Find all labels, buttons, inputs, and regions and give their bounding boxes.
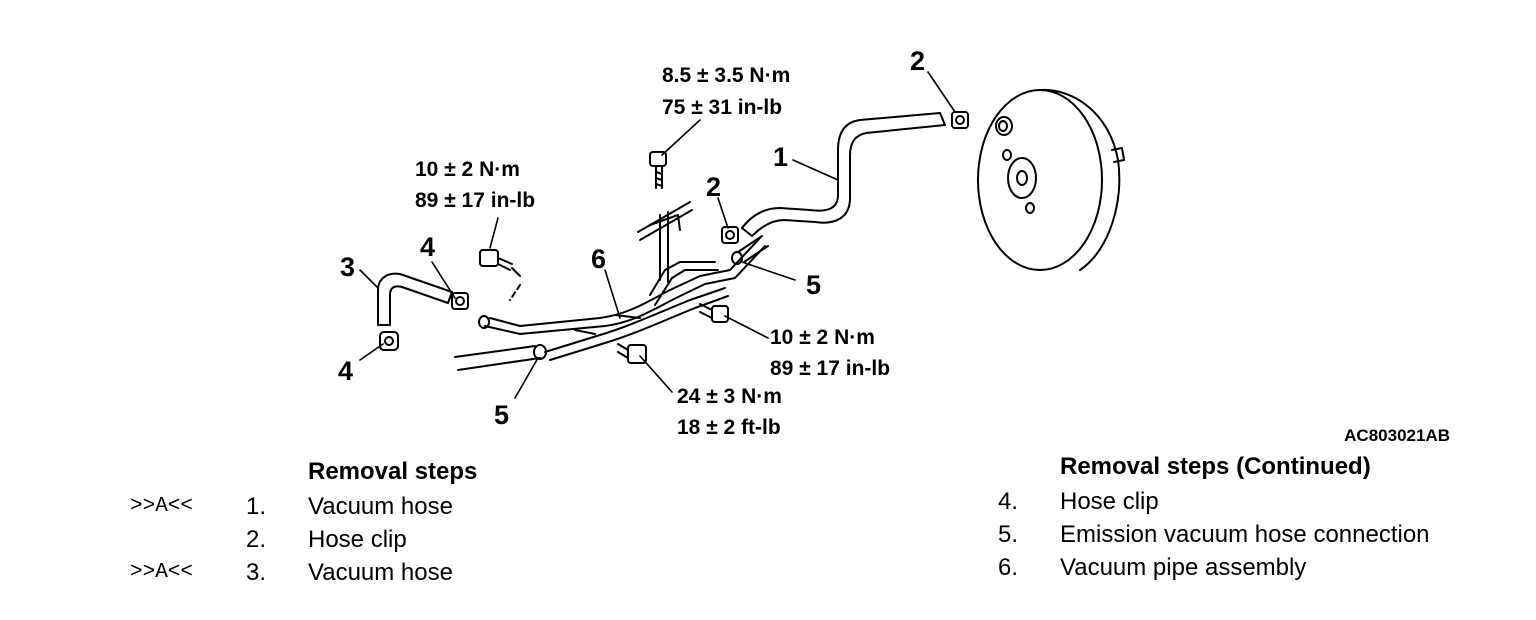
step-label: Hose clip	[308, 526, 407, 553]
step-number: 4.	[998, 488, 1019, 515]
callout-2-lower: 2	[706, 172, 721, 202]
torque-bottom-imperial: 18 ± 2 ft-lb	[677, 416, 781, 439]
vacuum-hose-1	[741, 112, 946, 237]
hose-clip-4-upper	[451, 292, 469, 310]
hose-clip-2-lower	[721, 226, 739, 244]
bolt-bottom	[617, 343, 647, 364]
step-row: >>A<< 3. Vacuum hose	[130, 556, 630, 589]
step-row: 6. Vacuum pipe assembly	[998, 551, 1518, 584]
step-number: 2.	[246, 526, 267, 553]
callout-2-upper: 2	[910, 46, 925, 76]
step-label: Vacuum hose	[308, 559, 453, 586]
callout-4-upper: 4	[420, 232, 435, 262]
step-number: 6.	[998, 554, 1019, 581]
step-label: Hose clip	[1060, 488, 1159, 515]
callout-4-lower: 4	[338, 356, 353, 386]
pipe-end-left	[478, 315, 490, 329]
torque-left-imperial: 89 ± 17 in-lb	[415, 189, 535, 212]
step-mark: >>A<<	[130, 561, 194, 584]
torque-top-metric: 8.5 ± 3.5 N·m	[662, 64, 790, 87]
vacuum-pipe-assembly-6	[484, 237, 766, 361]
vacuum-hose-3	[377, 272, 453, 326]
step-number: 5.	[998, 521, 1019, 548]
callout-3: 3	[340, 252, 355, 282]
torque-right-imperial: 89 ± 17 in-lb	[770, 357, 890, 380]
step-label: Vacuum pipe assembly	[1060, 554, 1307, 581]
step-number: 3.	[246, 559, 267, 586]
torque-bottom-metric: 24 ± 3 N·m	[677, 385, 782, 408]
mounting-bracket	[637, 201, 693, 283]
step-row: >>A<< 1. Vacuum hose	[130, 490, 630, 523]
removal-steps-continued: Removal steps (Continued) 4. Hose clip 5…	[998, 453, 1518, 584]
torque-left-metric: 10 ± 2 N·m	[415, 158, 520, 181]
step-row: 2. Hose clip	[130, 523, 630, 556]
leader-lines	[359, 71, 956, 399]
removal-steps-title: Removal steps	[308, 458, 478, 485]
hose-clip-2-upper	[951, 111, 969, 129]
emission-hose-5-upper	[731, 235, 769, 265]
bolt-left	[479, 249, 521, 301]
bolt-top	[649, 151, 667, 189]
torque-top-imperial: 75 ± 31 in-lb	[662, 96, 782, 119]
callout-1: 1	[773, 142, 788, 172]
figure-id: AC803021AB	[1344, 426, 1450, 445]
torque-right-metric: 10 ± 2 N·m	[770, 326, 875, 349]
callout-5-lower: 5	[494, 400, 509, 430]
step-label: Vacuum hose	[308, 493, 453, 520]
callout-5-right: 5	[806, 270, 821, 300]
removal-steps: Removal steps >>A<< 1. Vacuum hose 2. Ho…	[130, 458, 630, 589]
step-mark: >>A<<	[130, 495, 194, 518]
step-label: Emission vacuum hose connection	[1060, 521, 1430, 548]
brake-booster	[977, 88, 1125, 271]
hose-clip-4-lower	[379, 331, 399, 351]
vacuum-hose-diagram: 1 2 2 3 4 4 5 5 6 8.5 ± 3.5 N·m 75 ± 31 …	[338, 46, 1450, 445]
removal-steps-continued-title: Removal steps (Continued)	[1060, 453, 1371, 480]
bolt-right	[699, 303, 729, 323]
step-number: 1.	[246, 493, 267, 520]
callout-6: 6	[591, 244, 606, 274]
emission-hose-5-lower	[454, 344, 547, 371]
step-row: 5. Emission vacuum hose connection	[998, 518, 1518, 551]
step-row: 4. Hose clip	[998, 485, 1518, 518]
